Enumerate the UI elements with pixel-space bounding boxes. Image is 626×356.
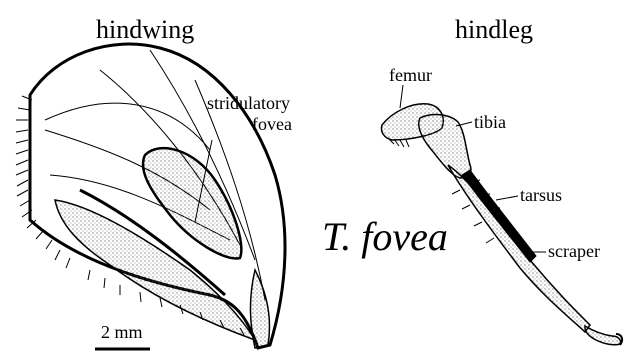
hindwing-vein [45, 103, 210, 150]
hindwing-drawing [16, 44, 285, 349]
distal-tarsus [585, 326, 621, 345]
tibia-label: tibia [474, 113, 506, 131]
stridulatory-fovea-shape [143, 148, 241, 258]
femur-leader [400, 85, 403, 108]
hindwing-base [250, 270, 269, 348]
fovea-label-line1: stridulatory [207, 94, 290, 112]
species-name: T. fovea [322, 217, 448, 257]
hindleg-title: hindleg [455, 17, 533, 43]
scraper-label: scraper [548, 242, 600, 260]
fovea-label-line2: fovea [252, 115, 292, 133]
scraper-band [462, 170, 536, 262]
hindwing-title: hindwing [96, 17, 194, 43]
femur-label: femur [389, 66, 432, 84]
tarsus-leader [496, 196, 518, 200]
tarsus-label: tarsus [520, 186, 562, 204]
scale-bar-label: 2 mm [101, 323, 143, 341]
